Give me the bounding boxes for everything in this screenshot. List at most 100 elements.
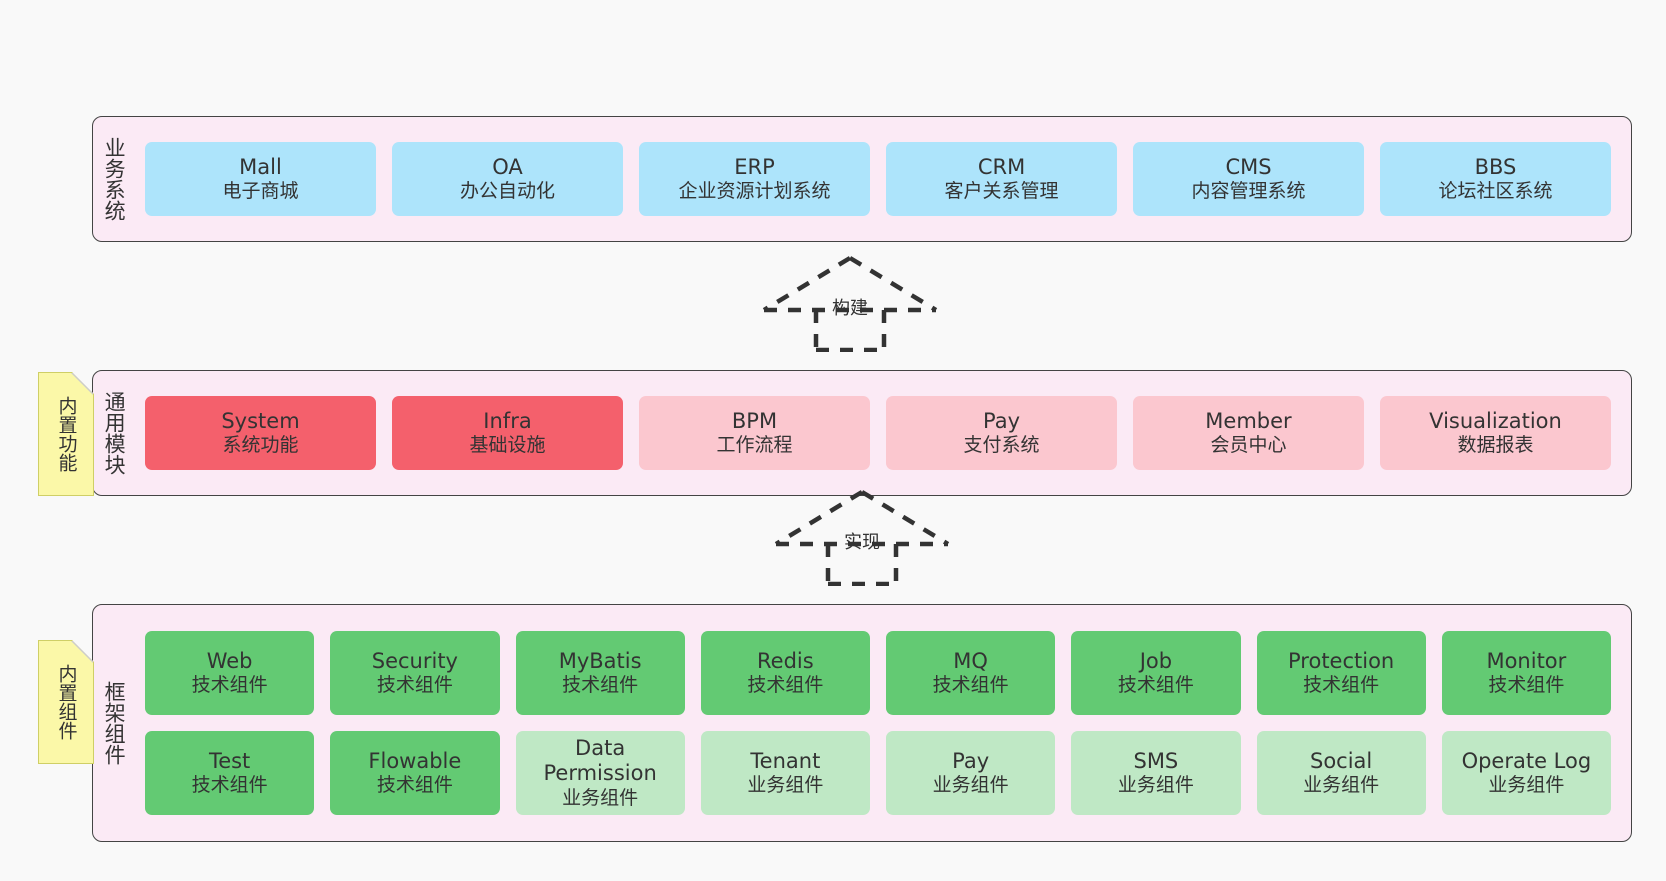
card-subtitle: 企业资源计划系统 [678,180,831,203]
card-data-permission[interactable]: Data Permission 业务组件 [515,731,685,815]
card-subtitle: 支付系统 [963,434,1040,457]
note-builtin-function: 内置功能 [38,372,94,496]
card-subtitle: 会员中心 [1210,434,1287,457]
card-title: Mall [239,154,282,179]
card-subtitle: 数据报表 [1457,434,1534,457]
note-label: 内置功能 [55,396,78,472]
page-fold-icon [71,641,93,663]
card-social[interactable]: Social 业务组件 [1256,731,1426,815]
card-subtitle: 技术组件 [747,674,824,697]
card-protection[interactable]: Protection 技术组件 [1256,631,1426,715]
card-system[interactable]: System 系统功能 [145,396,376,470]
card-visualization[interactable]: Visualization 数据报表 [1380,396,1611,470]
card-title: Member [1205,408,1292,433]
layer-body-framework: Web 技术组件 Security 技术组件 MyBatis 技术组件 Redi… [135,605,1631,841]
layer-body-business: Mall 电子商城 OA 办公自动化 ERP 企业资源计划系统 CRM 客户关系… [135,117,1631,241]
layer-body-common: System 系统功能 Infra 基础设施 BPM 工作流程 Pay 支付系统… [135,371,1631,495]
card-row: Web 技术组件 Security 技术组件 MyBatis 技术组件 Redi… [145,631,1611,715]
card-row: System 系统功能 Infra 基础设施 BPM 工作流程 Pay 支付系统… [145,396,1611,470]
card-title: Job [1139,648,1173,673]
card-pay-component[interactable]: Pay 业务组件 [886,731,1056,815]
card-infra[interactable]: Infra 基础设施 [392,396,623,470]
card-subtitle: 技术组件 [1488,674,1565,697]
layer-business-system: 业务系统 Mall 电子商城 OA 办公自动化 ERP 企业资源计划系统 CRM… [92,116,1632,242]
card-title: Operate Log [1461,748,1592,773]
card-subtitle: 内容管理系统 [1191,180,1306,203]
card-title: Visualization [1429,408,1562,433]
card-title: Social [1309,748,1373,773]
card-subtitle: 论坛社区系统 [1438,180,1553,203]
layer-title-business: 业务系统 [102,137,127,221]
card-bbs[interactable]: BBS 论坛社区系统 [1380,142,1611,216]
card-subtitle: 电子商城 [222,180,299,203]
card-subtitle: 业务组件 [1117,774,1194,797]
card-title: BPM [731,408,778,433]
connector-label-build: 构建 [832,298,868,319]
card-title: Tenant [750,748,821,773]
card-pay[interactable]: Pay 支付系统 [886,396,1117,470]
card-title: Infra [483,408,532,433]
card-title: OA [492,154,523,179]
page-fold-icon [71,373,93,395]
card-subtitle: 客户关系管理 [944,180,1059,203]
card-flowable[interactable]: Flowable 技术组件 [330,731,500,815]
card-subtitle: 基础设施 [469,434,546,457]
card-subtitle: 技术组件 [191,774,268,797]
card-subtitle: 系统功能 [222,434,299,457]
card-title: Flowable [368,748,462,773]
card-subtitle: 业务组件 [562,787,639,810]
connector-build-arrow: 构建 [760,252,940,352]
card-title: System [221,408,300,433]
note-label: 内置组件 [55,664,78,740]
card-sms[interactable]: SMS 业务组件 [1071,731,1241,815]
card-row: Mall 电子商城 OA 办公自动化 ERP 企业资源计划系统 CRM 客户关系… [145,142,1611,216]
generalization-arrow-icon [774,490,950,586]
card-mq[interactable]: MQ 技术组件 [886,631,1056,715]
card-title: Security [371,648,458,673]
card-subtitle: 技术组件 [1117,674,1194,697]
card-subtitle: 技术组件 [932,674,1009,697]
card-erp[interactable]: ERP 企业资源计划系统 [639,142,870,216]
connector-label-implement: 实现 [844,532,880,553]
card-monitor[interactable]: Monitor 技术组件 [1441,631,1611,715]
card-web[interactable]: Web 技术组件 [145,631,315,715]
card-security[interactable]: Security 技术组件 [330,631,500,715]
card-operate-log[interactable]: Operate Log 业务组件 [1441,731,1611,815]
card-title: Data [575,735,626,760]
card-subtitle: 技术组件 [191,674,268,697]
card-tenant[interactable]: Tenant 业务组件 [700,731,870,815]
layer-title-framework: 框架组件 [102,681,127,765]
card-subtitle: 技术组件 [376,774,453,797]
card-subtitle: 技术组件 [1303,674,1380,697]
card-subtitle: 业务组件 [1488,774,1565,797]
card-redis[interactable]: Redis 技术组件 [700,631,870,715]
card-oa[interactable]: OA 办公自动化 [392,142,623,216]
card-title: Test [208,748,251,773]
card-title: Pay [952,748,990,773]
card-bpm[interactable]: BPM 工作流程 [639,396,870,470]
card-title: CRM [977,154,1026,179]
card-title: Redis [757,648,814,673]
connector-implement-arrow: 实现 [772,486,952,586]
card-title: ERP [734,154,775,179]
card-title: Web [206,648,253,673]
card-mybatis[interactable]: MyBatis 技术组件 [515,631,685,715]
card-subtitle: 业务组件 [1303,774,1380,797]
layer-title-common: 通用模块 [102,391,127,475]
card-title: BBS [1474,154,1517,179]
card-subtitle: 技术组件 [562,674,639,697]
card-subtitle: 业务组件 [747,774,824,797]
card-mall[interactable]: Mall 电子商城 [145,142,376,216]
card-subtitle: 工作流程 [716,434,793,457]
layer-framework-component: 框架组件 Web 技术组件 Security 技术组件 MyBatis 技术组件… [92,604,1632,842]
card-job[interactable]: Job 技术组件 [1071,631,1241,715]
card-title: MyBatis [558,648,642,673]
card-title-line2: Permission [543,761,657,786]
card-crm[interactable]: CRM 客户关系管理 [886,142,1117,216]
card-member[interactable]: Member 会员中心 [1133,396,1364,470]
generalization-arrow-icon [762,256,938,352]
card-test[interactable]: Test 技术组件 [145,731,315,815]
card-cms[interactable]: CMS 内容管理系统 [1133,142,1364,216]
card-subtitle: 办公自动化 [459,180,555,203]
card-title: Pay [982,408,1021,433]
